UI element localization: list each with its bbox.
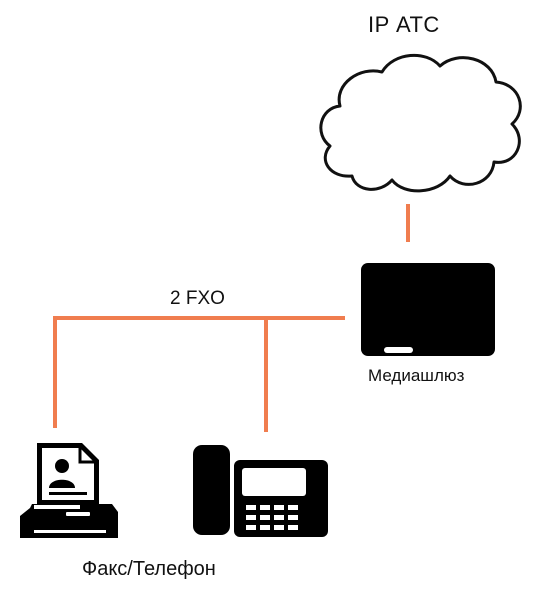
gateway-indicator [384, 347, 413, 353]
media-gateway-icon [361, 263, 495, 356]
devices-label: Факс/Телефон [82, 558, 216, 580]
fax-icon [20, 443, 118, 538]
desk-phone-icon [193, 445, 328, 537]
ip-pbx-label: IP АТС [368, 12, 440, 37]
links [53, 204, 410, 432]
cloud-icon [319, 53, 522, 193]
fxo-link-label: 2 FXO [170, 288, 225, 309]
gateway-label: Медиашлюз [368, 366, 465, 385]
